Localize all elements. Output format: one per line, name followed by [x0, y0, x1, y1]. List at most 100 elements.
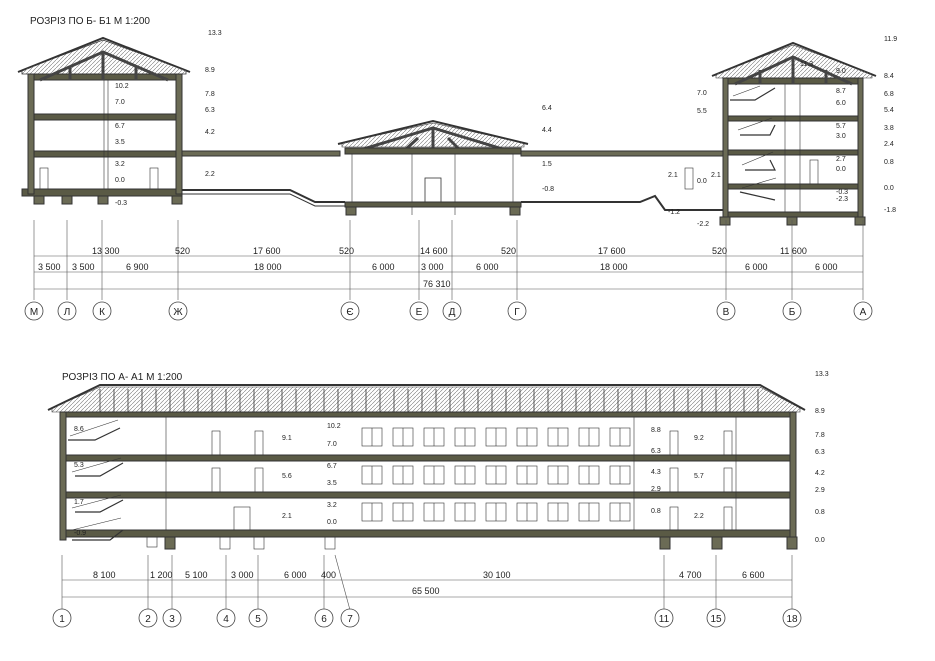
level-mark: 2.4 [884, 141, 894, 148]
level-mark: 2.9 [815, 487, 825, 494]
level-mark: 8.9 [205, 67, 215, 74]
level-mark: 0.0 [884, 185, 894, 192]
level-mark: -0.9 [74, 530, 86, 537]
dimension-label: 13 300 [92, 246, 120, 256]
axis-label: 7 [347, 614, 353, 625]
section-bb-title: РОЗРІЗ ПО Б- Б1 М 1:200 [30, 16, 150, 27]
level-mark: 4.2 [205, 129, 215, 136]
aa-axis-markers [52, 608, 802, 628]
dimension-label: 6 000 [476, 262, 499, 272]
level-mark: -2.3 [836, 196, 848, 203]
dimension-label: 3 500 [38, 262, 61, 272]
axis-label: 5 [255, 614, 261, 625]
dimension-label: 520 [501, 246, 516, 256]
dimension-total: 65 500 [412, 586, 440, 596]
dimension-label: 6 900 [126, 262, 149, 272]
level-mark: 1.7 [74, 499, 84, 506]
level-mark: 8.8 [651, 427, 661, 434]
level-mark: 5.4 [884, 107, 894, 114]
dimension-label: 6 000 [284, 570, 307, 580]
level-mark: -0.8 [542, 186, 554, 193]
axis-label: Л [64, 307, 71, 318]
axis-label: 18 [786, 614, 798, 625]
dimension-label: 17 600 [598, 246, 626, 256]
level-mark: 10.2 [115, 83, 129, 90]
dimension-label: 3 000 [421, 262, 444, 272]
dimension-total: 76 310 [423, 279, 451, 289]
bb-axis-markers [24, 301, 873, 321]
dimension-label: 18 000 [254, 262, 282, 272]
dimension-label: 8 100 [93, 570, 116, 580]
level-mark: 0.8 [884, 159, 894, 166]
level-mark: 2.7 [836, 156, 846, 163]
level-mark: 6.3 [651, 448, 661, 455]
axis-label: Е [416, 307, 423, 318]
gallery-left [181, 150, 345, 207]
level-mark: 11.3 [800, 61, 813, 68]
level-mark: 2.9 [651, 486, 661, 493]
level-mark: 0.0 [115, 177, 125, 184]
axis-label: Ж [173, 307, 183, 318]
level-mark: -0.3 [115, 200, 127, 207]
dimension-label: 520 [339, 246, 354, 256]
aa-dimensions [61, 554, 793, 611]
level-mark: 3.2 [327, 502, 337, 509]
dimension-label: 520 [175, 246, 190, 256]
dimension-label: 6 000 [745, 262, 768, 272]
level-mark: 2.1 [282, 513, 292, 520]
section-bb: РОЗРІЗ ПО Б- Б1 М 1:200 [17, 16, 897, 321]
dimension-label: 520 [712, 246, 727, 256]
level-mark: 7.0 [327, 441, 337, 448]
level-mark: 8.7 [836, 88, 846, 95]
middle-pavilion [337, 119, 529, 216]
dimension-label: 3 000 [231, 570, 254, 580]
aa-dimension-texts: 8 100 1 200 5 100 3 000 6 000 400 30 100… [93, 570, 765, 596]
level-mark: 0.0 [697, 178, 707, 185]
level-mark: 6.4 [542, 105, 552, 112]
aa-axis-labels: 1 2 3 4 5 6 7 11 15 18 [59, 614, 798, 625]
level-mark: 13.3 [208, 30, 222, 37]
axis-label: 1 [59, 614, 65, 625]
level-mark: 7.8 [815, 432, 825, 439]
axis-label: 3 [169, 614, 175, 625]
level-mark: 6.8 [884, 91, 894, 98]
bb-dimensions [33, 220, 864, 300]
level-mark: 4.2 [815, 470, 825, 477]
level-mark: 13.3 [815, 371, 829, 378]
level-mark: 6.0 [836, 100, 846, 107]
axis-label: М [30, 307, 38, 318]
level-mark: 4.3 [651, 469, 661, 476]
level-mark: -2.2 [697, 221, 709, 228]
axis-label: К [99, 307, 105, 318]
section-aa: РОЗРІЗ ПО А- А1 М 1:200 [47, 371, 829, 628]
level-mark: 1.5 [542, 161, 552, 168]
right-block [711, 41, 877, 226]
axis-label: 4 [223, 614, 229, 625]
dimension-label: 17 600 [253, 246, 281, 256]
dimension-label: 14 600 [420, 246, 448, 256]
level-mark: 0.0 [327, 519, 337, 526]
axis-label: Г [514, 307, 520, 318]
level-mark: 6.3 [205, 107, 215, 114]
axis-label: 2 [145, 614, 151, 625]
level-mark: 0.0 [836, 166, 846, 173]
level-mark: 7.8 [205, 91, 215, 98]
dimension-label: 1 200 [150, 570, 173, 580]
left-block [17, 36, 191, 205]
axis-label: 6 [321, 614, 327, 625]
level-mark: 8.6 [74, 426, 84, 433]
level-mark: 4.4 [542, 127, 552, 134]
level-mark: -1.8 [884, 207, 896, 214]
axis-label: Є [346, 307, 353, 318]
aa-level-marks: 8.6 5.3 1.7 -0.9 9.1 10.2 7.0 5.6 6.7 3.… [74, 371, 829, 544]
dimension-label: 6 600 [742, 570, 765, 580]
level-mark: 6.7 [115, 123, 125, 130]
bb-axis-labels: М Л К Ж Є Е Д Г В Б А [30, 307, 867, 318]
dimension-label: 11 600 [780, 246, 807, 256]
dimension-label: 5 100 [185, 570, 208, 580]
long-building [47, 384, 806, 550]
level-mark: 5.7 [836, 123, 846, 130]
dimension-label: 30 100 [483, 570, 511, 580]
level-mark: 5.6 [282, 473, 292, 480]
level-mark: 3.5 [115, 139, 125, 146]
